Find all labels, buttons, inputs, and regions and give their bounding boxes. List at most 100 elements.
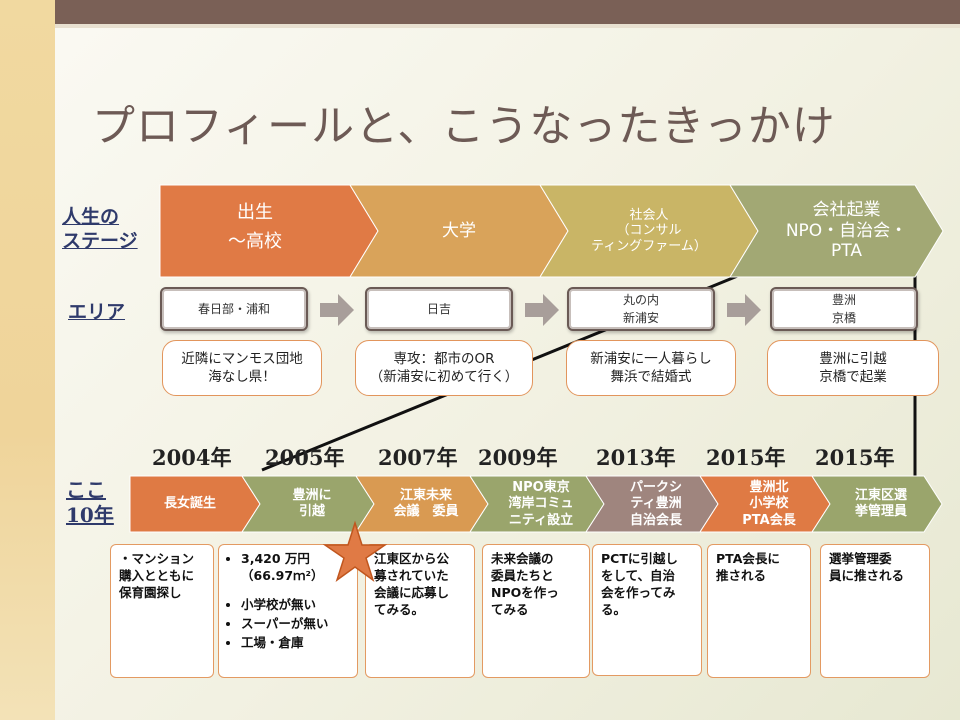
stage-line: NPO・自治会・ [785,220,908,241]
right-arrow-icon [320,294,354,326]
stage-line: ティングファーム） [591,238,707,254]
note-text: 豊洲に引越京橋で起業 [819,350,887,386]
area-label: エリア [68,301,126,323]
decade-line: 挙管理員 [854,504,907,520]
decade-line: PTA会長 [742,512,796,528]
card-line: 保育園探し [119,584,182,600]
stage-line: PTA [831,241,862,262]
decade-chevron-text: 江東未来会議 委員 [371,488,481,521]
card-list-item: スーパーが無い [241,616,349,633]
card-line: 募されていた [374,567,449,583]
card-line: 会議に応募し [374,584,450,600]
stage-line: 会社起業 [812,200,881,221]
card-list-item: 小学校が無い [241,597,349,614]
note-line: 専攻：都市のOR [393,350,495,367]
stage-line: ～高校 [228,230,282,252]
note-line: 海なし県！ [208,369,276,385]
card-price-list: 3,420 万円（66.97ｍ²） [227,551,349,585]
card-line: をして、自治 [601,567,676,583]
decade-line: NPO東京 [512,480,570,495]
right-arrow-icon [525,294,559,326]
card-list-item: 工場・倉庫 [241,635,349,652]
note-bubble: 専攻：都市のOR （新浦安に初めて行く） [355,340,533,396]
decade-line: 長女誕生 [163,496,216,511]
year-label: 2004年 [152,445,232,470]
top-line [55,24,960,28]
card-line: NPOを作っ [491,584,559,600]
decade-line: 自治会長 [629,512,682,528]
card-line: 員に推される [829,567,905,583]
right-arrow-icon [727,294,761,326]
star-icon [322,520,388,582]
decade-chevron-text: 豊洲に引越 [257,488,367,521]
decade-line: パークシ [629,480,682,495]
note-text: 近隣にマンモス団地海なし県！ [181,350,303,386]
area-line: 新浦安 [622,311,659,325]
stage-chevron-text: 大学 [379,221,539,241]
note-line: 新浦安に一人暮らし [590,350,712,367]
event-card: PCTに引越しをして、自治会を作ってみる。 [592,544,702,676]
top-bar [55,0,960,24]
stage-label-line1: 人生の [62,206,120,228]
area-box: 丸の内新浦安 [567,287,715,331]
area-box-text: 豊洲京橋 [832,291,856,327]
decade-line: 江東未来 [399,488,452,503]
card-line: PTA会長に [716,551,780,566]
decade-chevron-text: パークシティ豊洲自治会長 [601,480,711,529]
card-line: てみる [491,601,529,617]
area-line: 豊洲 [831,293,856,307]
page-title: プロフィールと、こうなったきっかけ [92,102,836,152]
decade-chevron-text: NPO東京湾岸コミュニティ設立 [486,480,596,529]
note-bubble: 豊洲に引越京橋で起業 [767,340,939,396]
note-text: 専攻：都市のOR （新浦安に初めて行く） [370,350,519,386]
stage-chevron [729,184,944,278]
card-line: PCTに引越し [601,551,678,566]
side-stripe [0,0,55,720]
area-box-text: 丸の内新浦安 [623,291,659,327]
year-label: 2009年 [478,445,558,470]
stage-chevron-text: 出生 ～高校 [175,199,335,257]
event-card: PTA会長に推される [707,544,811,678]
event-card: ・マンション購入とともに保育園探し [110,544,214,678]
decade-line: 会議 委員 [393,504,459,520]
card-line: 江東区から公 [374,551,450,566]
year-label: 2015年 [706,445,786,470]
note-text: 新浦安に一人暮らし舞浜で結婚式 [590,350,712,386]
decade-line: 小学校 [749,496,789,512]
area-box-text: 日吉 [427,300,451,318]
event-card: 江東区から公募されていた会議に応募してみる。 [365,544,475,678]
note-bubble: 近隣にマンモス団地海なし県！ [162,340,322,396]
card-line: 選挙管理委 [829,551,892,566]
card-line: 委員たちと [491,567,554,583]
area-box: 日吉 [365,287,513,331]
card-line: 会を作ってみ [601,584,676,600]
card-line: てみる。 [374,601,425,617]
year-label: 2015年 [815,445,895,470]
decade-label-line1: ここ [66,478,106,502]
area-box: 春日部・浦和 [160,287,308,331]
decade-chevron-text: 長女誕生 [135,496,245,512]
decade-line: 引越 [298,504,325,520]
note-line: 京橋で起業 [819,369,887,385]
decade-label: ここ 10年 [66,478,114,528]
decade-label-line2: 10年 [66,503,114,527]
year-label: 2007年 [378,445,458,470]
stage-line: （コンサル [616,223,682,239]
decade-line: ティ豊洲 [630,496,682,512]
note-line: 舞浜で結婚式 [610,369,692,385]
stage-line: 出生 [237,202,273,223]
year-label: 2005年 [265,445,345,470]
area-line: 日吉 [426,302,451,316]
area-box: 豊洲京橋 [770,287,918,331]
card-line: 未来会議の [491,551,554,566]
year-label: 2013年 [596,445,676,470]
stage-label-line2: ステージ [62,229,138,252]
decade-line: 豊洲に [292,488,332,503]
note-line: （新浦安に初めて行く） [369,369,519,385]
event-card: 選挙管理委員に推される [820,544,930,678]
area-line: 京橋 [831,311,856,325]
